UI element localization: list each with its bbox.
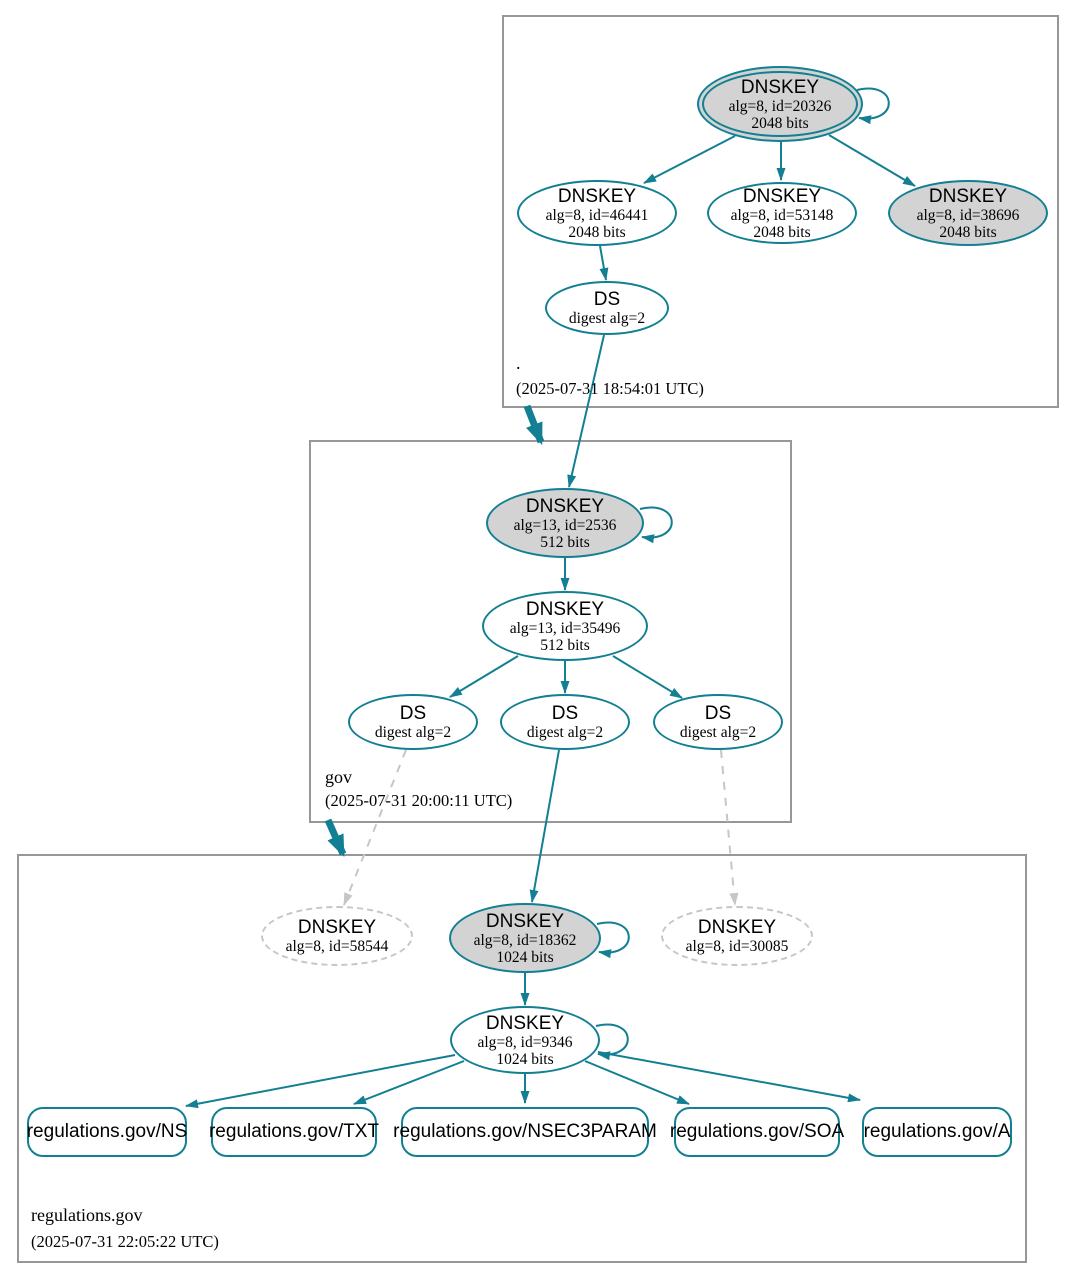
node-detail: alg=8, id=20326 [728,97,832,115]
edge-root-ds-to-gov-ksk [567,334,605,488]
edge-gov-ksk-selfsign [639,506,673,544]
rrset-txt-node: regulations.gov/TXT [208,1107,380,1157]
node-detail: alg=8, id=30085 [685,938,789,955]
rrset-label: regulations.gov/NSEC3PARAM [393,1121,657,1142]
edge-ds-mid-to-ksk18362 [529,749,560,903]
node-title: DNSKEY [485,1012,565,1034]
node-title: DNSKEY [297,917,377,938]
node-detail: 512 bits [540,636,590,654]
node-detail: alg=8, id=58544 [285,938,389,955]
gov-zone-name: gov [325,767,352,787]
node-title: DNSKEY [742,185,822,207]
gov-ds-left-node: DS digest alg=2 [348,694,478,750]
node-detail: 1024 bits [496,948,554,966]
node-title: DNSKEY [740,76,820,98]
rrset-a-node: regulations.gov/A [862,1107,1012,1157]
reg-zsk9346-dnskey-node: DNSKEY alg=8, id=9346 1024 bits [450,1006,600,1074]
edge-delegation-gov-to-regulations [324,818,347,858]
edge-root-ksk-selfsign [856,87,890,125]
regulations-zone-name: regulations.gov [31,1205,143,1225]
rrset-label: regulations.gov/A [863,1121,1011,1142]
node-detail: digest alg=2 [526,724,604,741]
edge-root-ksk-to-zsk46441 [643,135,736,184]
edge-gov-zsk-to-ds-right [612,655,683,699]
reg-ksk18362-dnskey-node: DNSKEY alg=8, id=18362 1024 bits [449,903,601,973]
node-detail: digest alg=2 [679,724,757,741]
node-title: DNSKEY [525,598,605,620]
node-detail: digest alg=2 [568,310,646,327]
edge-reg-zsk-to-soa [584,1060,690,1105]
root-ksk-dnskey-node: DNSKEY alg=8, id=20326 2048 bits [697,66,863,142]
node-detail: 2048 bits [751,114,809,132]
gov-ds-mid-node: DS digest alg=2 [500,694,630,750]
rrset-nsec3param-node: regulations.gov/NSEC3PARAM [393,1107,657,1157]
node-detail: 2048 bits [753,223,811,241]
node-detail: digest alg=2 [374,724,452,741]
node-detail: 512 bits [540,533,590,551]
root-ds-node: DS digest alg=2 [545,281,669,335]
node-detail: 2048 bits [568,223,626,241]
root-zone-name: . [516,353,521,373]
gov-zone-timestamp: (2025-07-31 20:00:11 UTC) [325,791,513,810]
node-detail: alg=13, id=2536 [513,516,617,534]
root-zone-timestamp: (2025-07-31 18:54:01 UTC) [516,379,704,398]
node-detail: 1024 bits [496,1050,554,1068]
node-detail: alg=8, id=53148 [730,206,834,224]
node-title: DS [399,703,427,724]
node-title: DNSKEY [525,495,605,517]
node-title: DS [704,703,732,724]
root-zsk46441-dnskey-node: DNSKEY alg=8, id=46441 2048 bits [517,180,677,246]
reg-dnskey30085-node: DNSKEY alg=8, id=30085 [661,906,813,966]
rrset-label: regulations.gov/SOA [669,1121,845,1142]
edge-reg-zsk-to-txt [353,1060,465,1105]
node-title: DNSKEY [557,185,637,207]
zone-box-regulations [17,854,1027,1263]
edge-reg-zsk-to-ns [185,1054,456,1109]
rrset-label: regulations.gov/TXT [208,1121,380,1142]
node-detail: 2048 bits [939,223,997,241]
zone-box-gov [309,440,792,823]
node-title: DS [593,289,621,310]
node-title: DNSKEY [928,185,1008,207]
node-detail: alg=8, id=38696 [916,206,1020,224]
reg-dnskey58544-node: DNSKEY alg=8, id=58544 [261,906,413,966]
root-ksk38696-dnskey-node: DNSKEY alg=8, id=38696 2048 bits [888,180,1048,246]
node-title: DNSKEY [697,917,777,938]
edge-delegation-root-to-gov [523,404,545,446]
edge-zsk46441-to-ds [599,245,609,281]
edge-reg-zsk-to-a [597,1051,861,1103]
edge-reg-ksk-selfsign [596,921,630,959]
zone-box-root [502,15,1059,408]
gov-ds-right-node: DS digest alg=2 [653,694,783,750]
rrset-ns-node: regulations.gov/NS [27,1107,187,1157]
edge-gov-zsk-to-ds-left [449,655,519,698]
rrset-soa-node: regulations.gov/SOA [670,1107,844,1157]
rrset-label: regulations.gov/NS [26,1121,188,1142]
node-detail: alg=8, id=46441 [545,206,649,224]
gov-zsk35496-dnskey-node: DNSKEY alg=13, id=35496 512 bits [482,591,648,661]
edge-ds-right-to-dnskey30085-dashed [720,749,739,906]
node-detail: alg=13, id=35496 [509,619,621,637]
edge-ds-left-to-dnskey58544-dashed [343,749,407,906]
regulations-zone-timestamp: (2025-07-31 22:05:22 UTC) [31,1232,219,1251]
gov-ksk2536-dnskey-node: DNSKEY alg=13, id=2536 512 bits [486,488,644,558]
node-detail: alg=8, id=18362 [473,931,577,949]
root-zsk53148-dnskey-node: DNSKEY alg=8, id=53148 2048 bits [707,182,857,244]
edge-reg-zsk-selfsign [595,1023,629,1061]
node-title: DS [551,703,579,724]
edge-root-ksk-to-ksk38696 [828,134,916,187]
node-title: DNSKEY [485,910,565,932]
node-detail: alg=8, id=9346 [477,1033,573,1051]
